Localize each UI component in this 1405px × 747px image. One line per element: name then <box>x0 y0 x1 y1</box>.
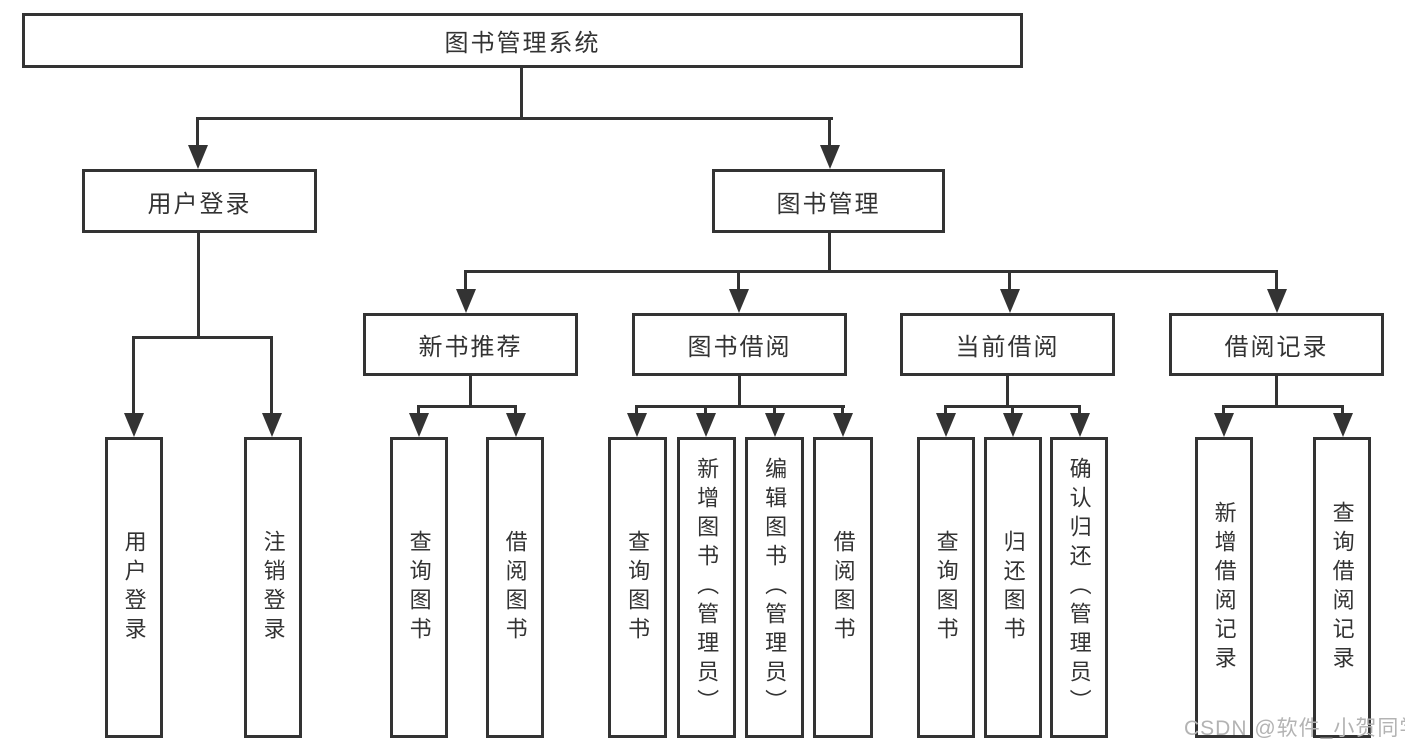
leaf-cb-confirm-return-admin-label: 确认归还（管理员） <box>1066 457 1092 718</box>
connector-nbr-rail <box>417 405 517 408</box>
arrow-down-icon <box>833 413 853 437</box>
connector-nbr-drop-2 <box>514 405 517 417</box>
arrow-down-icon <box>1003 413 1023 437</box>
connector-cb-drop-1 <box>944 405 947 417</box>
arrow-down-icon <box>409 413 429 437</box>
node-book-management: 图书管理 <box>712 169 945 233</box>
leaf-nbr-borrow-books-label: 借阅图书 <box>502 529 528 646</box>
arrow-down-icon <box>765 413 785 437</box>
connector-br-rail <box>1222 405 1344 408</box>
connector-bookmgmt-drop-1 <box>464 270 467 293</box>
leaf-br-query-record: 查询借阅记录 <box>1313 437 1371 738</box>
connector-nbr-drop-1 <box>417 405 420 417</box>
connector-root-rail <box>196 117 833 120</box>
leaf-bb-add-books-admin: 新增图书（管理员） <box>677 437 736 738</box>
arrow-down-icon <box>696 413 716 437</box>
node-current-borrow-label: 当前借阅 <box>955 334 1060 361</box>
arrow-down-icon <box>1333 413 1353 437</box>
connector-bb-stem <box>738 376 741 408</box>
arrow-down-icon <box>936 413 956 437</box>
node-borrow-records: 借阅记录 <box>1169 313 1384 376</box>
connector-cb-drop-2 <box>1011 405 1014 417</box>
arrow-down-icon <box>1070 413 1090 437</box>
leaf-nbr-query-books-label: 查询图书 <box>406 529 432 646</box>
arrow-down-icon <box>506 413 526 437</box>
leaf-logout-label: 注销登录 <box>260 529 286 646</box>
arrow-down-icon <box>1000 289 1020 313</box>
leaf-cb-return-books: 归还图书 <box>984 437 1042 738</box>
leaf-user-login: 用户登录 <box>105 437 163 738</box>
arrow-down-icon <box>188 145 208 169</box>
node-book-borrow: 图书借阅 <box>632 313 847 376</box>
leaf-br-query-record-label: 查询借阅记录 <box>1329 500 1355 675</box>
connector-root-drop-left <box>196 117 199 149</box>
connector-bb-drop-1 <box>635 405 638 417</box>
connector-br-drop-1 <box>1222 405 1225 417</box>
connector-userlogin-stem <box>197 233 200 339</box>
node-new-book-recommend: 新书推荐 <box>363 313 578 376</box>
leaf-br-add-record: 新增借阅记录 <box>1195 437 1253 738</box>
connector-nbr-stem <box>469 376 472 408</box>
connector-bb-drop-4 <box>841 405 844 417</box>
arrow-down-icon <box>124 413 144 437</box>
leaf-bb-edit-books-admin: 编辑图书（管理员） <box>745 437 804 738</box>
leaf-br-add-record-label: 新增借阅记录 <box>1211 500 1237 675</box>
leaf-bb-edit-books-admin-label: 编辑图书（管理员） <box>762 457 788 718</box>
connector-bookmgmt-drop-3 <box>1008 270 1011 293</box>
node-user-login: 用户登录 <box>82 169 317 233</box>
leaf-bb-query-books: 查询图书 <box>608 437 667 738</box>
arrow-down-icon <box>456 289 476 313</box>
node-root: 图书管理系统 <box>22 13 1023 68</box>
leaf-nbr-borrow-books: 借阅图书 <box>486 437 544 738</box>
arrow-down-icon <box>729 289 749 313</box>
leaf-cb-query-books: 查询图书 <box>917 437 975 738</box>
node-book-management-label: 图书管理 <box>776 190 881 218</box>
leaf-user-login-label: 用户登录 <box>121 529 147 646</box>
leaf-cb-return-books-label: 归还图书 <box>1000 529 1026 646</box>
leaf-cb-query-books-label: 查询图书 <box>933 529 959 646</box>
connector-br-stem <box>1275 376 1278 408</box>
leaf-bb-borrow-books-label: 借阅图书 <box>830 529 856 646</box>
connector-root-stem <box>520 68 523 120</box>
arrow-down-icon <box>627 413 647 437</box>
connector-userlogin-drop-2 <box>270 336 273 417</box>
node-new-book-recommend-label: 新书推荐 <box>418 334 523 361</box>
leaf-logout: 注销登录 <box>244 437 302 738</box>
connector-bookmgmt-stem <box>828 233 831 273</box>
watermark: CSDN @软件_小贺同学 <box>1184 717 1405 740</box>
connector-bb-rail <box>635 405 845 408</box>
connector-bookmgmt-rail <box>464 270 1278 273</box>
node-user-login-label: 用户登录 <box>147 190 252 218</box>
node-root-label: 图书管理系统 <box>444 30 601 57</box>
arrow-down-icon <box>262 413 282 437</box>
arrow-down-icon <box>1267 289 1287 313</box>
leaf-cb-confirm-return-admin: 确认归还（管理员） <box>1050 437 1108 738</box>
connector-bookmgmt-drop-2 <box>737 270 740 293</box>
node-current-borrow: 当前借阅 <box>900 313 1115 376</box>
connector-bookmgmt-drop-4 <box>1275 270 1278 293</box>
connector-root-drop-right <box>828 117 831 149</box>
arrow-down-icon <box>1214 413 1234 437</box>
node-book-borrow-label: 图书借阅 <box>687 334 792 361</box>
leaf-bb-add-books-admin-label: 新增图书（管理员） <box>694 457 720 718</box>
arrow-down-icon <box>820 145 840 169</box>
connector-cb-stem <box>1006 376 1009 408</box>
connector-br-drop-2 <box>1341 405 1344 417</box>
node-borrow-records-label: 借阅记录 <box>1224 334 1329 361</box>
leaf-bb-borrow-books: 借阅图书 <box>813 437 873 738</box>
leaf-bb-query-books-label: 查询图书 <box>625 529 651 646</box>
connector-bb-drop-3 <box>773 405 776 417</box>
connector-userlogin-rail <box>132 336 273 339</box>
connector-userlogin-drop-1 <box>132 336 135 417</box>
connector-cb-drop-3 <box>1078 405 1081 417</box>
leaf-nbr-query-books: 查询图书 <box>390 437 448 738</box>
connector-bb-drop-2 <box>704 405 707 417</box>
